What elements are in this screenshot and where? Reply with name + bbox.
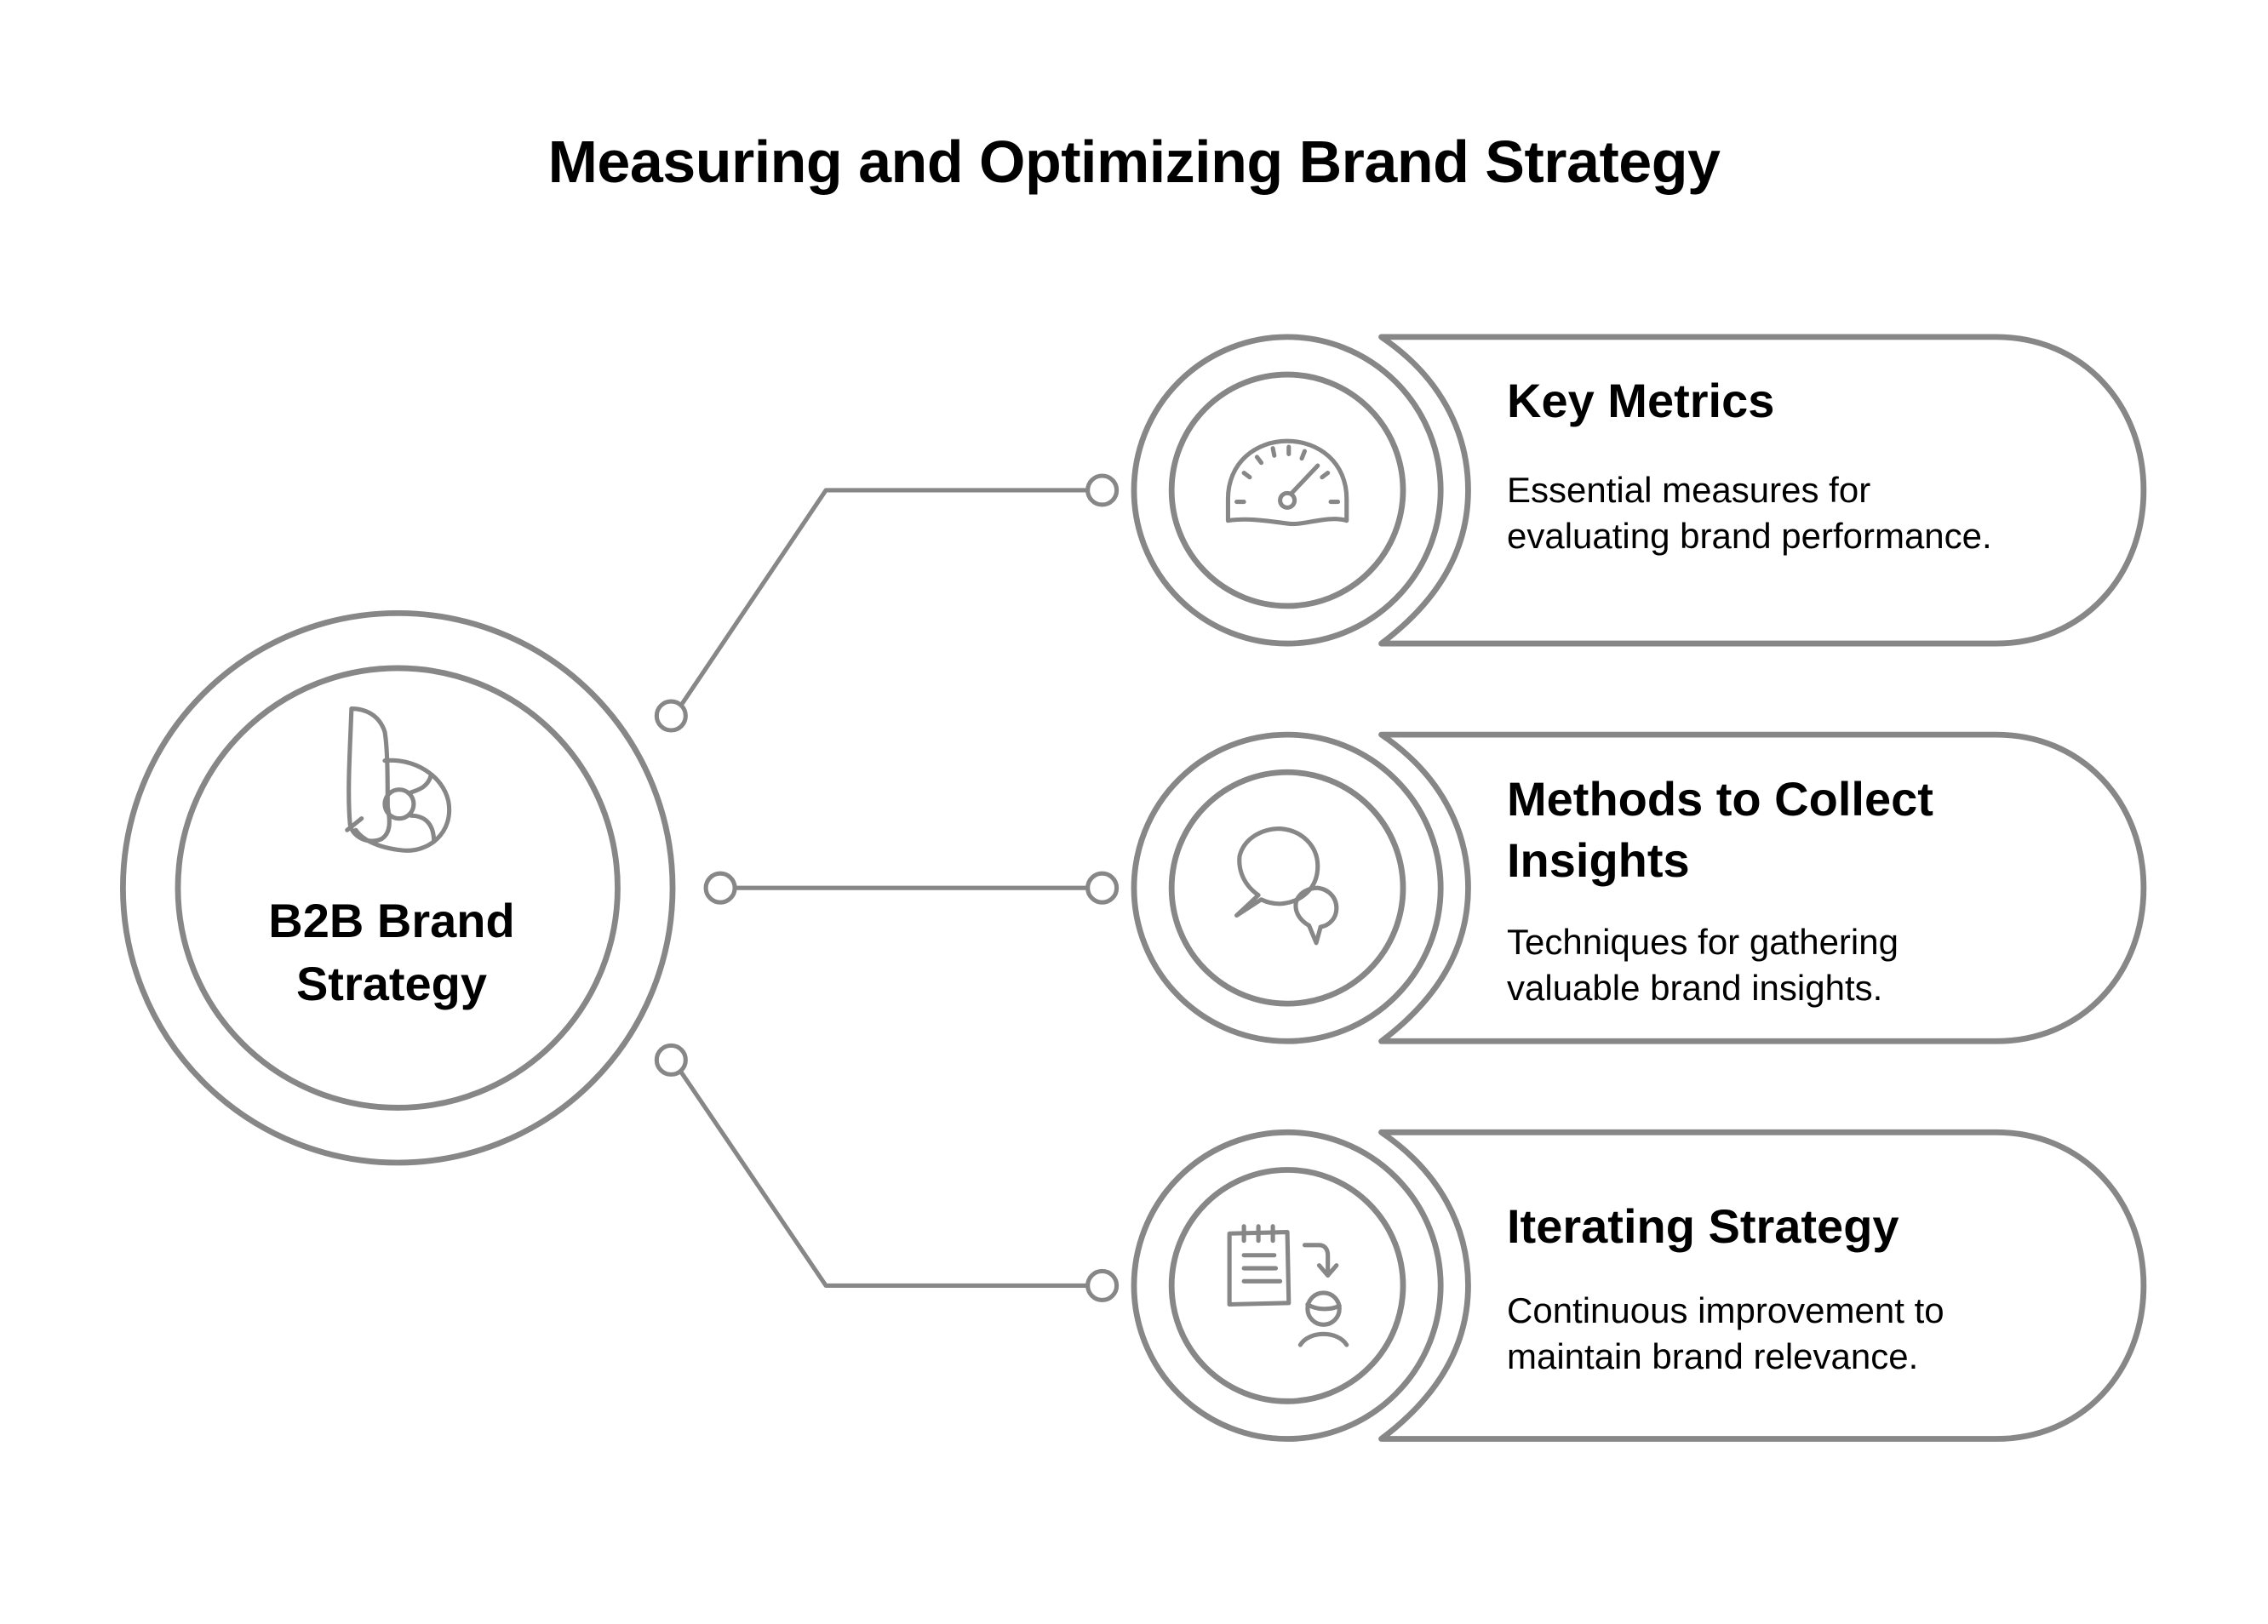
connector-iterating xyxy=(677,1067,1091,1288)
speech-bubbles-icon xyxy=(1234,826,1339,946)
page-title: Measuring and Optimizing Brand Strategy xyxy=(547,129,1721,195)
branch-desc-methods: Techniques for gathering valuable brand … xyxy=(1507,922,1899,1008)
card-shape xyxy=(1378,731,2147,1044)
branch-desc-key-metrics: Essential measures for evaluating brand … xyxy=(1507,470,1992,556)
branch-title-iterating: Iterating Strategy xyxy=(1507,1199,1899,1253)
branch-title-methods: Methods to Collect Insights xyxy=(1507,772,1933,887)
center-node xyxy=(120,609,676,1166)
card-shape xyxy=(1378,1129,2147,1442)
speedometer-gauge-icon xyxy=(1225,438,1349,527)
branch-title-key-metrics: Key Metrics xyxy=(1507,374,1775,427)
center-outer-ring xyxy=(120,609,676,1166)
branch-desc-iterating: Continuous improvement to maintain brand… xyxy=(1507,1290,1944,1376)
brand-b-logo-icon xyxy=(345,706,452,853)
center-node-label: B2B Brand Strategy xyxy=(268,894,515,1010)
outer-ring xyxy=(1131,731,1444,1044)
outer-ring xyxy=(1131,334,1444,647)
branch-methods xyxy=(1131,731,2147,1044)
connector-key-metrics xyxy=(677,488,1091,710)
inner-ring xyxy=(1168,769,1406,1007)
outer-ring xyxy=(1131,1129,1444,1442)
branch-iterating xyxy=(1131,1129,2147,1442)
notepad-to-person-icon xyxy=(1227,1224,1349,1347)
branch-key-metrics xyxy=(1131,334,2147,647)
inner-ring xyxy=(1168,371,1406,609)
connectors xyxy=(654,473,1120,1302)
inner-ring xyxy=(1168,1167,1406,1404)
card-shape xyxy=(1378,334,2147,647)
center-inner-ring xyxy=(175,665,621,1111)
